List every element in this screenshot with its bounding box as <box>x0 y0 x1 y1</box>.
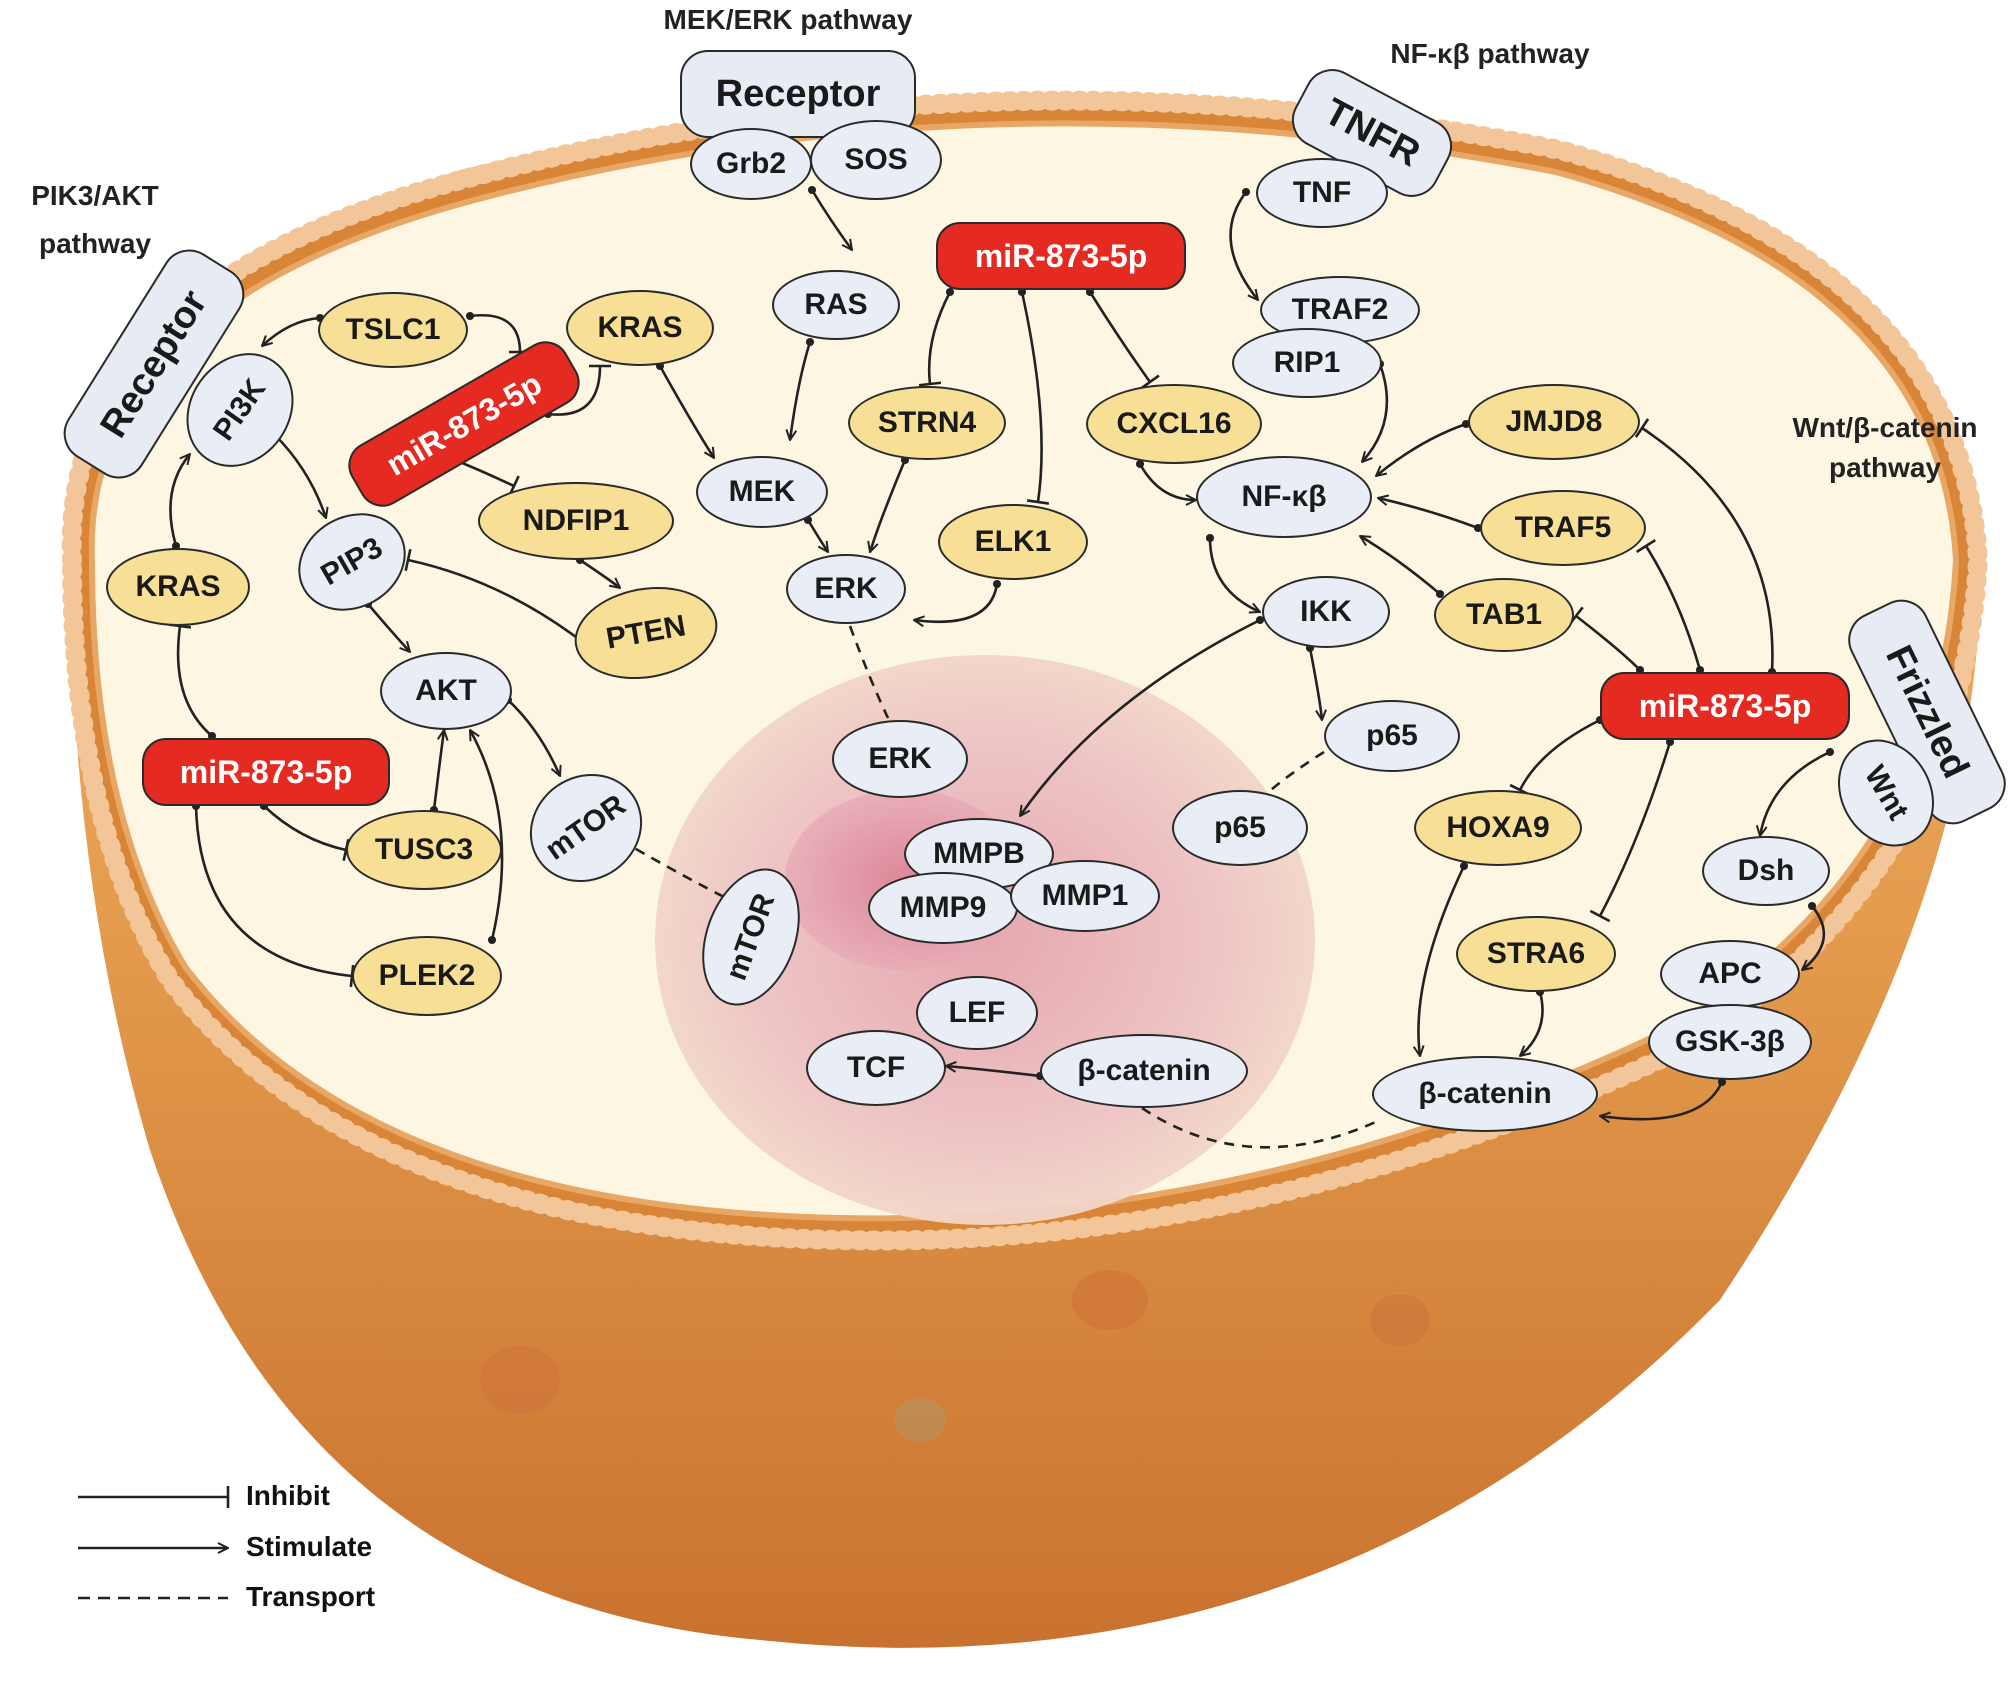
edge-akt-to-mtor <box>508 700 560 776</box>
sos-node: SOS <box>810 120 942 200</box>
edge-mirna-to-hoxa9 <box>1509 715 1605 797</box>
edge-rip1-to-nfkb <box>1362 364 1389 462</box>
hoxa9-node: HOXA9 <box>1414 790 1582 866</box>
plek2-node: PLEK2 <box>352 936 502 1016</box>
mek-erk-pathway-label: MEK/ERK pathway <box>663 4 913 35</box>
strn4-node: STRN4 <box>848 386 1006 460</box>
edge-mirna-to-stra6 <box>1589 737 1675 923</box>
akt-node: AKT <box>380 652 512 730</box>
edge-ras-to-mek <box>790 342 810 440</box>
edge-pten-to-pip3 <box>404 548 585 645</box>
edge-elk1-to-erk <box>914 584 997 622</box>
edge-mirna-to-elk1 <box>1017 287 1050 505</box>
tcf-node: TCF <box>806 1030 946 1106</box>
ndfip1-node: NDFIP1 <box>478 482 674 560</box>
edge-mirna-to-kras <box>543 364 612 419</box>
edge-ikk-to-p65 <box>1310 648 1322 720</box>
edge-mirna-to-plek2 <box>191 801 355 988</box>
ras-node: RAS <box>772 270 900 340</box>
edge-jmjd8-to-nfkb <box>1376 424 1466 476</box>
edge-mirna-to-cxcl16 <box>1085 287 1160 390</box>
edge-tab1-to-nfkb <box>1360 536 1440 594</box>
edge-stra6-to-bcat <box>1520 992 1543 1056</box>
ikk-node: IKK <box>1262 576 1390 648</box>
edge-strn4-to-erk <box>870 460 905 552</box>
stra6-node: STRA6 <box>1456 916 1616 992</box>
mmp9-node: MMP9 <box>868 872 1018 944</box>
edge-pip3-to-akt <box>368 604 410 652</box>
edge-mek-to-erk <box>808 520 828 552</box>
edge-ndfip1-to-pten <box>580 560 620 588</box>
mirna-pik3-bottom-node: miR-873-5p <box>142 738 390 806</box>
edge-kras-to-mek <box>660 366 714 458</box>
edge-mirna-to-traf5 <box>1635 539 1705 675</box>
tab1-node: TAB1 <box>1434 578 1574 652</box>
pik3-akt-pathway-label-line2: pathway <box>38 228 152 259</box>
kras-left-node: KRAS <box>106 548 250 626</box>
legend-inhibit-label: Inhibit <box>246 1480 330 1511</box>
traf5-node: TRAF5 <box>1480 490 1646 566</box>
cxcl16-node: CXCL16 <box>1086 384 1262 464</box>
edge-cxcl16-to-nfkb <box>1140 464 1196 500</box>
edge-hoxa9-to-bcat <box>1418 866 1464 1056</box>
legend-transport-label: Transport <box>246 1581 376 1612</box>
edge-sos-to-ras <box>812 190 852 250</box>
mmp1-node: MMP1 <box>1010 860 1160 932</box>
edge-mirna-to-kras-left <box>168 623 217 741</box>
edge-wnt-to-dsh <box>1760 752 1830 836</box>
beta-catenin-nucleus-node: β-catenin <box>1040 1034 1248 1108</box>
edge-tusc3-to-akt <box>434 730 444 810</box>
legend-stimulate-label: Stimulate <box>246 1531 373 1562</box>
edge-traf5-to-nfkb <box>1378 498 1478 528</box>
wnt-pathway-label-line2: pathway <box>1828 452 1942 483</box>
edge-pi3k-to-pip3 <box>274 434 326 518</box>
pik3-akt-pathway-label-line1: PIK3/AKT <box>31 180 159 211</box>
elk1-node: ELK1 <box>938 504 1088 580</box>
tslc1-node: TSLC1 <box>318 292 468 368</box>
edge-mirna-to-tab1 <box>1568 606 1645 675</box>
edge-erk-transport <box>848 625 890 719</box>
kras-top-node: KRAS <box>566 290 714 366</box>
mirna-mek-node: miR-873-5p <box>936 222 1186 290</box>
p65-nucleus-node: p65 <box>1172 790 1308 866</box>
mek-node: MEK <box>696 456 828 528</box>
jmjd8-node: JMJD8 <box>1468 384 1640 460</box>
lef-node: LEF <box>916 976 1038 1050</box>
edge-tslc1-to-mirna <box>465 311 532 354</box>
edge-ikk-to-mmpb <box>1020 620 1260 816</box>
tnf-node: TNF <box>1256 158 1388 228</box>
gsk3b-node: GSK-3β <box>1648 1004 1812 1080</box>
edge-tslc1-to-pi3k <box>262 318 320 346</box>
dsh-node: Dsh <box>1702 836 1830 906</box>
edge-tnf-to-traf2 <box>1229 192 1258 300</box>
edge-plek2-to-akt <box>468 730 504 940</box>
apc-node: APC <box>1660 940 1800 1008</box>
erk-cytoplasm-node: ERK <box>786 554 906 624</box>
tusc3-node: TUSC3 <box>346 810 502 890</box>
edge-kras-to-pi3k <box>169 454 190 546</box>
p65-cytoplasm-node: p65 <box>1324 700 1460 772</box>
mirna-wnt-node: miR-873-5p <box>1600 672 1850 740</box>
edge-dsh-to-apc <box>1802 906 1826 970</box>
nfkb-node: NF-κβ <box>1196 456 1372 538</box>
edge-bcat-to-tcf <box>946 1066 1040 1076</box>
edge-mirna-to-jmjd8 <box>1634 418 1777 677</box>
beta-catenin-cytoplasm-node: β-catenin <box>1372 1056 1598 1132</box>
edge-mirna-to-strn4 <box>918 287 955 387</box>
edge-nfkb-to-ikk <box>1210 538 1260 612</box>
rip1-node: RIP1 <box>1232 328 1382 398</box>
edge-gsk3b-to-bcat <box>1600 1082 1722 1119</box>
erk-nucleus-node: ERK <box>832 720 968 798</box>
grb2-node: Grb2 <box>690 128 812 200</box>
wnt-pathway-label-line1: Wnt/β-catenin <box>1792 412 1978 443</box>
edge-mtor-transport <box>619 838 731 902</box>
nfkb-pathway-label: NF-κβ pathway <box>1390 38 1590 69</box>
